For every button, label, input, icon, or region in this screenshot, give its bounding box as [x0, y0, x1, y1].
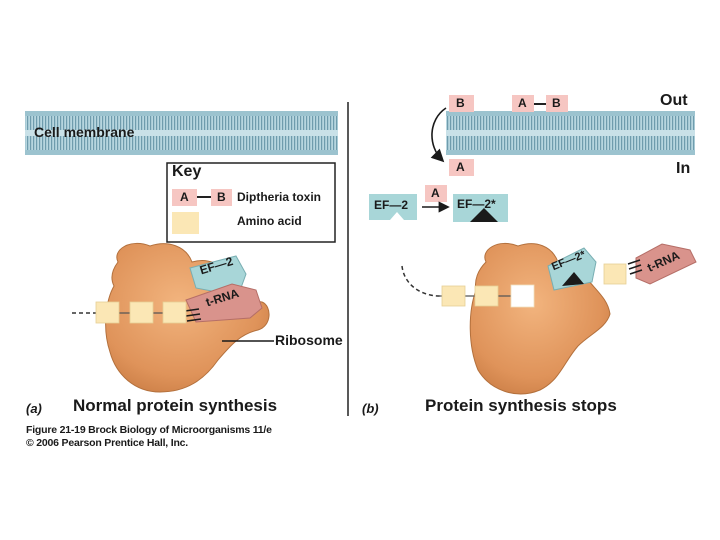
toxin-b-out-box	[449, 95, 474, 112]
anticodon-lines-b	[627, 259, 643, 275]
figure-caption-line2: © 2006 Pearson Prentice Hall, Inc.	[26, 437, 189, 449]
toxin-ab-b-label: B	[552, 96, 561, 110]
panel-b-title: Protein synthesis stops	[425, 396, 617, 415]
reaction-ef2-label: EF—2	[374, 198, 409, 212]
panel-a-title: Normal protein synthesis	[73, 396, 278, 415]
cell-membrane-left	[25, 111, 338, 155]
toxin-ab-b-box	[546, 95, 568, 112]
toxin-a-in-label: A	[456, 160, 465, 174]
reaction-ef2-star-label: EF—2*	[457, 197, 496, 211]
toxin-a-in-box	[449, 159, 474, 176]
out-label: Out	[660, 92, 688, 109]
figure-caption-line1: Figure 21-19 Brock Biology of Microorgan…	[26, 424, 272, 436]
ef2-star-triangle-b	[562, 272, 584, 286]
empty-site-b	[510, 284, 535, 308]
ribosome-label: Ribosome	[275, 332, 343, 348]
trna-molecule-b	[635, 243, 697, 285]
toxin-b-out-label: B	[456, 96, 465, 110]
key-title: Key	[172, 163, 202, 180]
reaction-a-box	[425, 185, 447, 202]
key-toxin-b-label: B	[217, 190, 226, 204]
reaction-ef2-shape	[369, 194, 417, 220]
key-toxin-b-box	[211, 189, 232, 206]
toxin-entry-arrow	[430, 107, 447, 163]
cell-membrane-label: Cell membrane	[34, 124, 135, 140]
amino-acid-b-2	[474, 285, 499, 307]
amino-acid-a-2	[129, 301, 154, 324]
key-toxin-label: Diptheria toxin	[237, 190, 322, 204]
amino-acid-trna-b	[603, 263, 627, 285]
anticodon-lines-a	[184, 308, 202, 322]
ribosome-a	[105, 242, 270, 393]
toxin-ab-a-label: A	[518, 96, 527, 110]
panel-b-letter: (b)	[362, 401, 379, 416]
reaction-a-label: A	[431, 186, 440, 200]
amino-acid-a-3	[162, 301, 187, 324]
key-amino-acid-label: Amino acid	[237, 214, 302, 228]
cell-membrane-right	[446, 111, 695, 155]
in-label: In	[676, 160, 691, 177]
reaction-ef2-star-shape	[453, 194, 508, 222]
key-toxin-a-label: A	[180, 190, 189, 204]
amino-acid-a-1	[95, 301, 120, 324]
key-toxin-a-box	[172, 189, 197, 206]
reaction-a-attached-triangle	[470, 208, 498, 222]
toxin-ab-a-box	[512, 95, 534, 112]
trna-molecule-a	[185, 283, 263, 323]
panel-a-letter: (a)	[26, 401, 42, 416]
key-amino-acid-swatch	[172, 212, 199, 234]
ef2-star-molecule-b	[547, 247, 597, 291]
mrna-dashed-b	[401, 265, 441, 297]
amino-acid-b-1	[441, 285, 466, 307]
